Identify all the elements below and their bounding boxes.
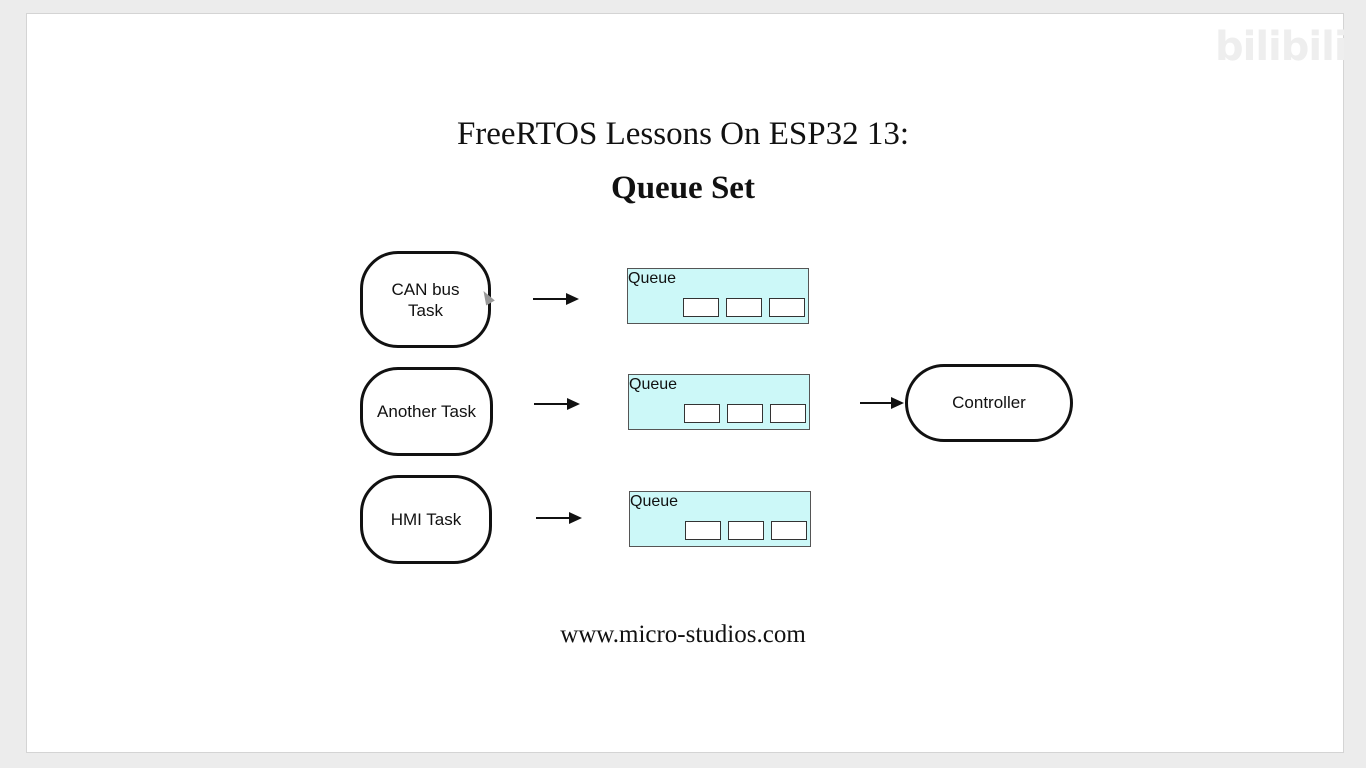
slide-subtitle: Queue Set	[611, 170, 755, 206]
task-label: HMI Task	[390, 510, 462, 529]
controller-node: Controller	[905, 364, 1073, 442]
queue-label: Queue	[630, 493, 679, 510]
arrow-hmi-to-queue	[536, 512, 582, 524]
task-another: Another Task	[360, 367, 493, 456]
task-label: CAN bus Task	[391, 279, 460, 320]
controller-label: Controller	[952, 393, 1026, 412]
arrow-another-to-queue	[534, 398, 580, 410]
queue-slot	[769, 298, 805, 317]
queue-label: Queue	[629, 376, 678, 393]
queue-slot	[726, 298, 762, 317]
task-hmi: HMI Task	[360, 475, 492, 564]
slide-title: FreeRTOS Lessons On ESP32 13:	[456, 116, 910, 152]
arrow-can-to-queue	[533, 293, 579, 305]
queue-slot	[685, 521, 721, 540]
queue-slot	[683, 298, 719, 317]
queue-3: Queue	[629, 491, 811, 547]
queue-slot	[771, 521, 807, 540]
queue-slot	[684, 404, 720, 423]
footer-url: www.micro-studios.com	[560, 621, 806, 648]
queue-1: Queue	[627, 268, 809, 324]
task-label: Another Task	[377, 402, 476, 421]
task-can-bus: CAN bus Task	[360, 251, 491, 348]
queue-slot	[727, 404, 763, 423]
queue-slot	[728, 521, 764, 540]
watermark-logo: bilibili	[1215, 24, 1348, 70]
queue-2: Queue	[628, 374, 810, 430]
queue-label: Queue	[628, 270, 677, 287]
queue-slot	[770, 404, 806, 423]
arrow-to-controller	[860, 397, 904, 409]
